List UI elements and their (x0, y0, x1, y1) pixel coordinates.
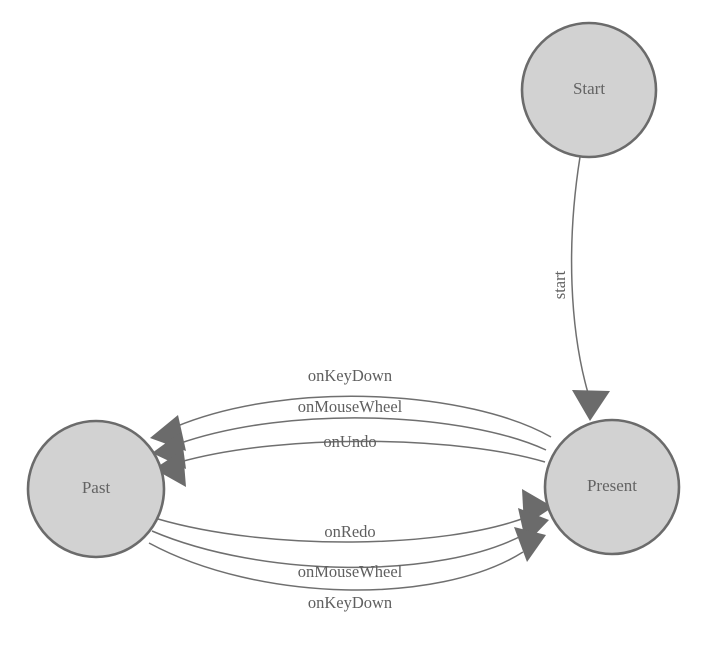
edge-layer (148, 156, 610, 591)
edge-label-onkeydown-lower: onKeyDown (308, 593, 392, 612)
edge-label-onkeydown-upper: onKeyDown (308, 366, 392, 385)
edge-start-to-present-path[interactable] (570, 156, 589, 394)
node-layer: Start Past Present (26, 21, 681, 559)
arrowhead-present-to-past-onundo (154, 450, 186, 487)
edge-label-onmousewheel-upper: onMouseWheel (298, 397, 403, 416)
edge-past-to-present-onredo-path[interactable] (157, 516, 528, 543)
node-past-circle[interactable] (26, 419, 166, 559)
arrowhead-past-to-present-onkeydown (514, 527, 546, 562)
node-present-circle[interactable] (543, 418, 681, 556)
node-past-label: Past (82, 478, 111, 497)
edge-present-to-past-onundo[interactable] (154, 440, 546, 487)
edge-label-start: start (550, 270, 569, 299)
edge-label-onundo: onUndo (323, 432, 376, 451)
edge-label-onredo: onRedo (324, 522, 375, 541)
edge-past-to-present-onkeydown-path[interactable] (148, 542, 524, 591)
edge-start-to-present[interactable] (570, 156, 610, 421)
edge-past-to-present-onkeydown[interactable] (148, 527, 546, 591)
edge-present-to-past-onmousewheel-path[interactable] (177, 417, 547, 451)
node-past[interactable]: Past (26, 419, 166, 559)
edge-past-to-present-onmousewheel-path[interactable] (151, 530, 526, 569)
node-present[interactable]: Present (543, 418, 681, 556)
edge-present-to-past-onkeydown-path[interactable] (174, 395, 552, 438)
node-present-label: Present (587, 476, 637, 495)
node-start[interactable]: Start (520, 21, 658, 159)
edge-label-layer: start onKeyDown onMouseWheel onUndo onRe… (298, 270, 569, 611)
node-start-label: Start (573, 79, 605, 98)
arrowhead-start-to-present (572, 390, 610, 421)
node-start-circle[interactable] (520, 21, 658, 159)
edge-present-to-past-onundo-path[interactable] (179, 440, 546, 463)
edge-label-onmousewheel-lower: onMouseWheel (298, 562, 403, 581)
